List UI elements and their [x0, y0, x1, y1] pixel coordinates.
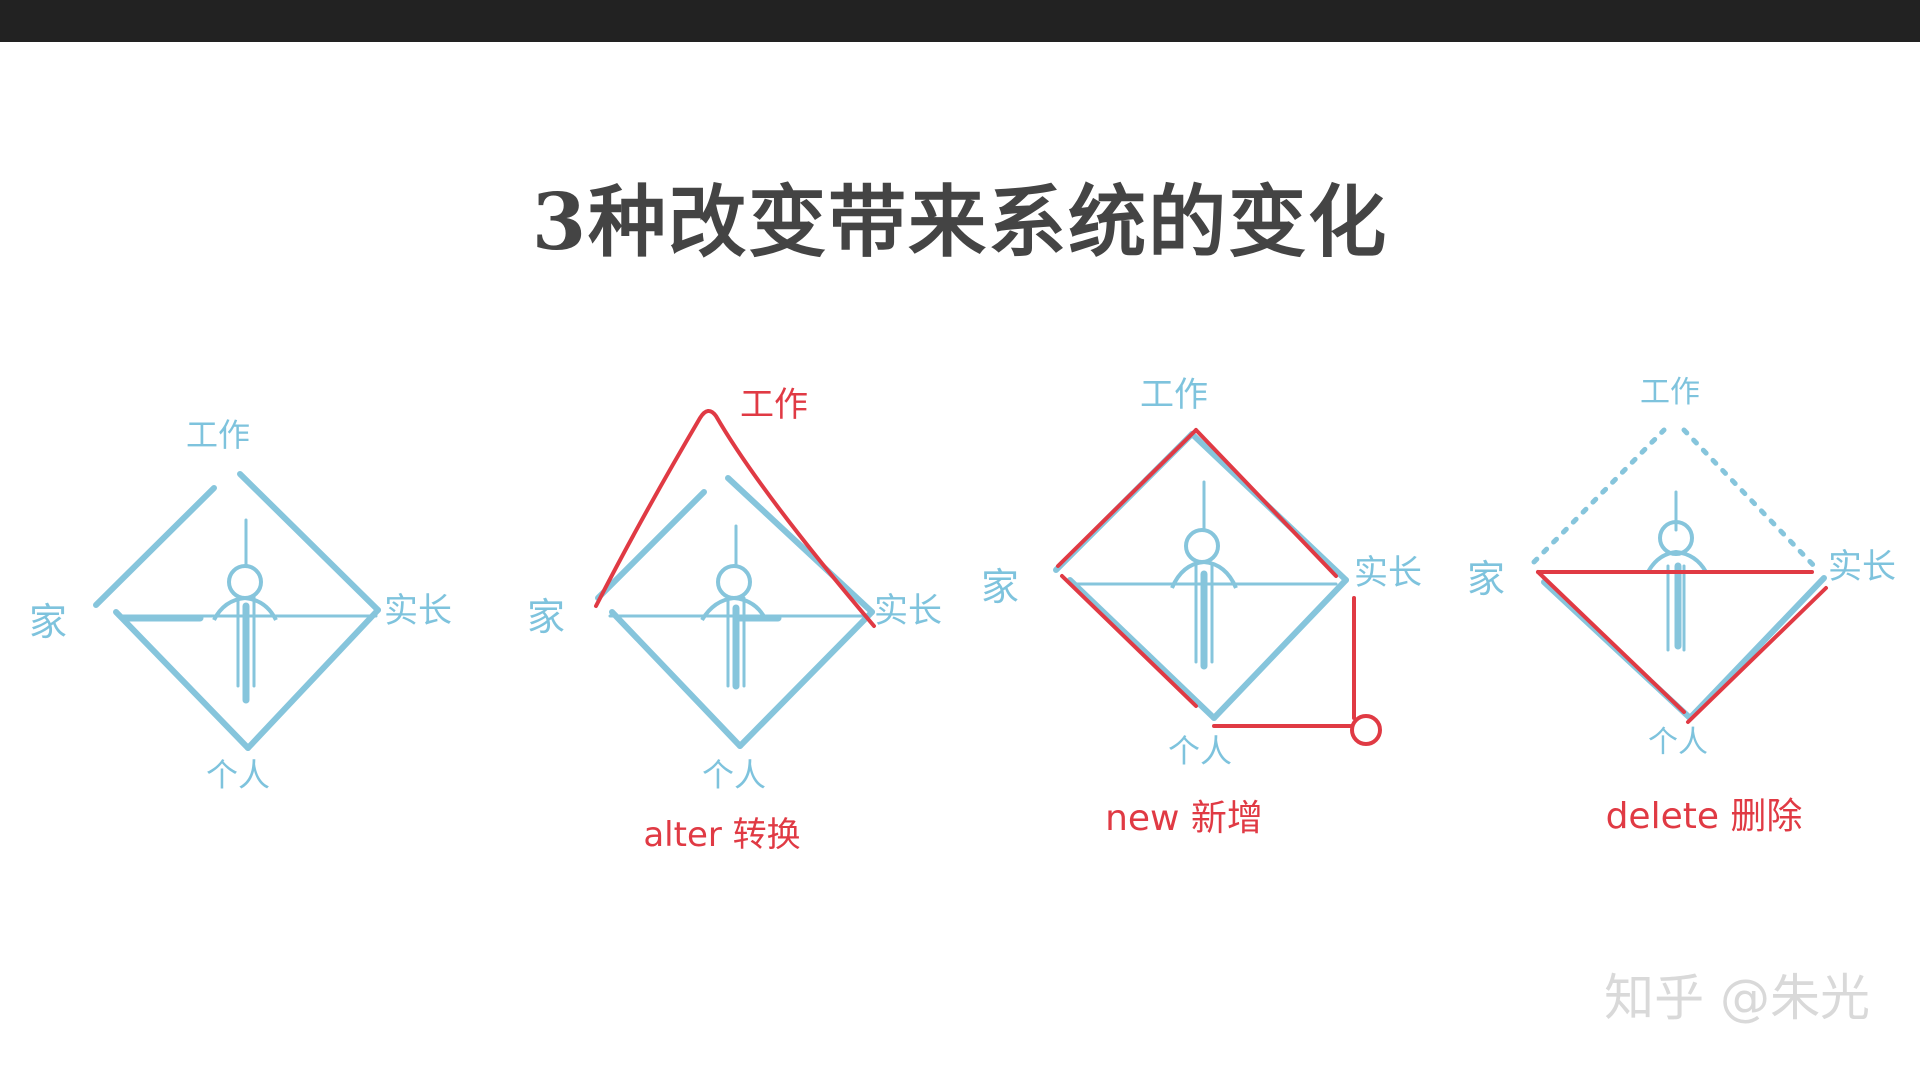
- diagram-alter-spine: [732, 604, 782, 690]
- diagram-base: 工作 家 实长 个人: [29, 416, 452, 794]
- diagram-base-label-bottom: 个人: [206, 756, 270, 794]
- diagram-new-change-outline: [1056, 428, 1382, 746]
- diagram-delete: 工作 家 实长 个人 delete 删除: [1467, 375, 1896, 837]
- diagram-new-label-left: 家: [981, 565, 1019, 609]
- diagram-new-figure: [1170, 528, 1238, 589]
- diagram-new: 工作 家 实长 个人 new 新增: [981, 375, 1422, 839]
- diagram-base-label-right: 实长: [384, 591, 452, 631]
- watermark: 知乎 @朱光: [1604, 969, 1870, 1027]
- diagram-delete-change-outline: [1536, 570, 1828, 724]
- top-bar: [0, 0, 1920, 42]
- diagram-alter-label-right: 实长: [874, 591, 942, 631]
- diagram-delete-figure: [1646, 520, 1708, 574]
- diagram-delete-dotted-top: [1531, 427, 1821, 573]
- diagram-new-label-top: 工作: [1140, 375, 1208, 415]
- diagram-new-label-bottom: 个人: [1168, 732, 1232, 770]
- diagram-alter-label-left: 家: [527, 595, 565, 639]
- diagram-alter-label-bottom: 个人: [702, 756, 766, 794]
- diagram-base-label-left: 家: [29, 600, 67, 644]
- diagram-alter-frame: [595, 475, 875, 749]
- diagram-base-spine: [124, 602, 250, 704]
- diagram-alter: 工作 家 实长 个人 alter 转换: [527, 385, 942, 855]
- slide-title: 3种改变带来系统的变化: [531, 177, 1389, 268]
- diagram-alter-caption: alter 转换: [643, 815, 800, 855]
- diagram-new-label-right: 实长: [1354, 553, 1422, 593]
- diagram-base-figure: [212, 564, 278, 621]
- diagram-new-caption: new 新增: [1105, 798, 1263, 839]
- diagram-delete-label-top: 工作: [1640, 375, 1700, 410]
- diagram-alter-label-top: 工作: [740, 385, 808, 425]
- diagram-base-frame: [93, 471, 381, 751]
- diagram-delete-label-left: 家: [1467, 557, 1505, 601]
- diagram-delete-label-right: 实长: [1828, 547, 1896, 587]
- diagram-alter-change-outline: [594, 409, 876, 628]
- diagram-delete-caption: delete 删除: [1606, 796, 1803, 837]
- diagram-alter-figure: [700, 564, 768, 622]
- diagram-base-label-top: 工作: [186, 416, 250, 454]
- diagram-delete-label-bottom: 个人: [1648, 725, 1708, 760]
